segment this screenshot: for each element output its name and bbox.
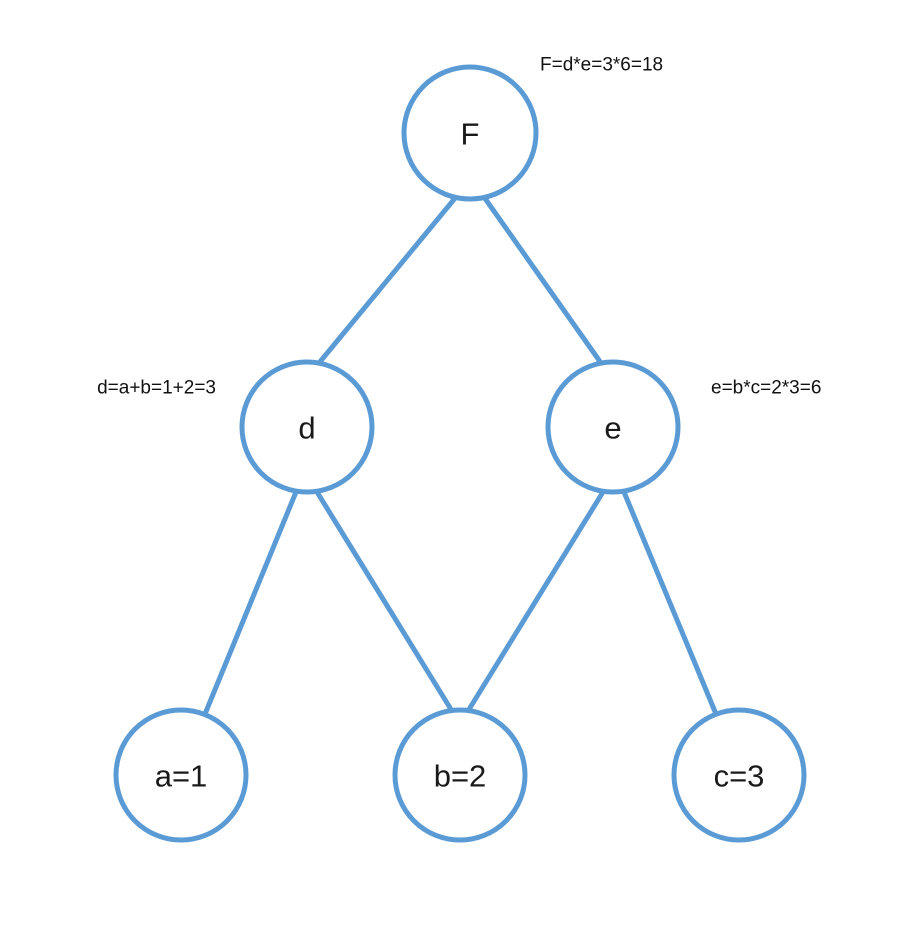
node-a[interactable]: a=1: [113, 707, 249, 843]
annotation-d-formula: d=a+b=1+2=3: [97, 378, 216, 399]
edge-b-to-d: [314, 489, 455, 714]
node-e[interactable]: e: [545, 359, 681, 495]
node-c-circle[interactable]: [671, 707, 807, 843]
node-F[interactable]: F: [401, 64, 539, 202]
annotation-F-formula: F=d*e=3*6=18: [540, 55, 663, 76]
edge-d-to-F: [316, 194, 459, 366]
annotations-layer: F=d*e=3*6=18 d=a+b=1+2=3 e=b*c=2*3=6: [97, 55, 821, 399]
edge-c-to-e: [621, 489, 719, 717]
node-b-circle[interactable]: [392, 707, 528, 843]
node-a-label: a=1: [155, 759, 208, 794]
edge-b-to-e: [465, 489, 606, 714]
node-b-label: b=2: [434, 759, 487, 794]
node-e-label: e: [604, 411, 621, 446]
node-e-circle[interactable]: [545, 359, 681, 495]
node-a-circle[interactable]: [113, 707, 249, 843]
node-F-circle[interactable]: [401, 64, 539, 202]
node-d[interactable]: d: [239, 359, 375, 495]
annotation-e-formula: e=b*c=2*3=6: [711, 378, 821, 399]
node-c-label: c=3: [714, 759, 765, 794]
edge-a-to-d: [202, 489, 299, 717]
nodes-layer: F d e a=1 b=2 c=3: [113, 64, 807, 843]
node-b[interactable]: b=2: [392, 707, 528, 843]
node-d-circle[interactable]: [239, 359, 375, 495]
node-d-label: d: [298, 411, 315, 446]
edges-layer: [202, 194, 719, 717]
node-c[interactable]: c=3: [671, 707, 807, 843]
edge-e-to-F: [481, 194, 604, 366]
node-F-label: F: [461, 117, 480, 152]
